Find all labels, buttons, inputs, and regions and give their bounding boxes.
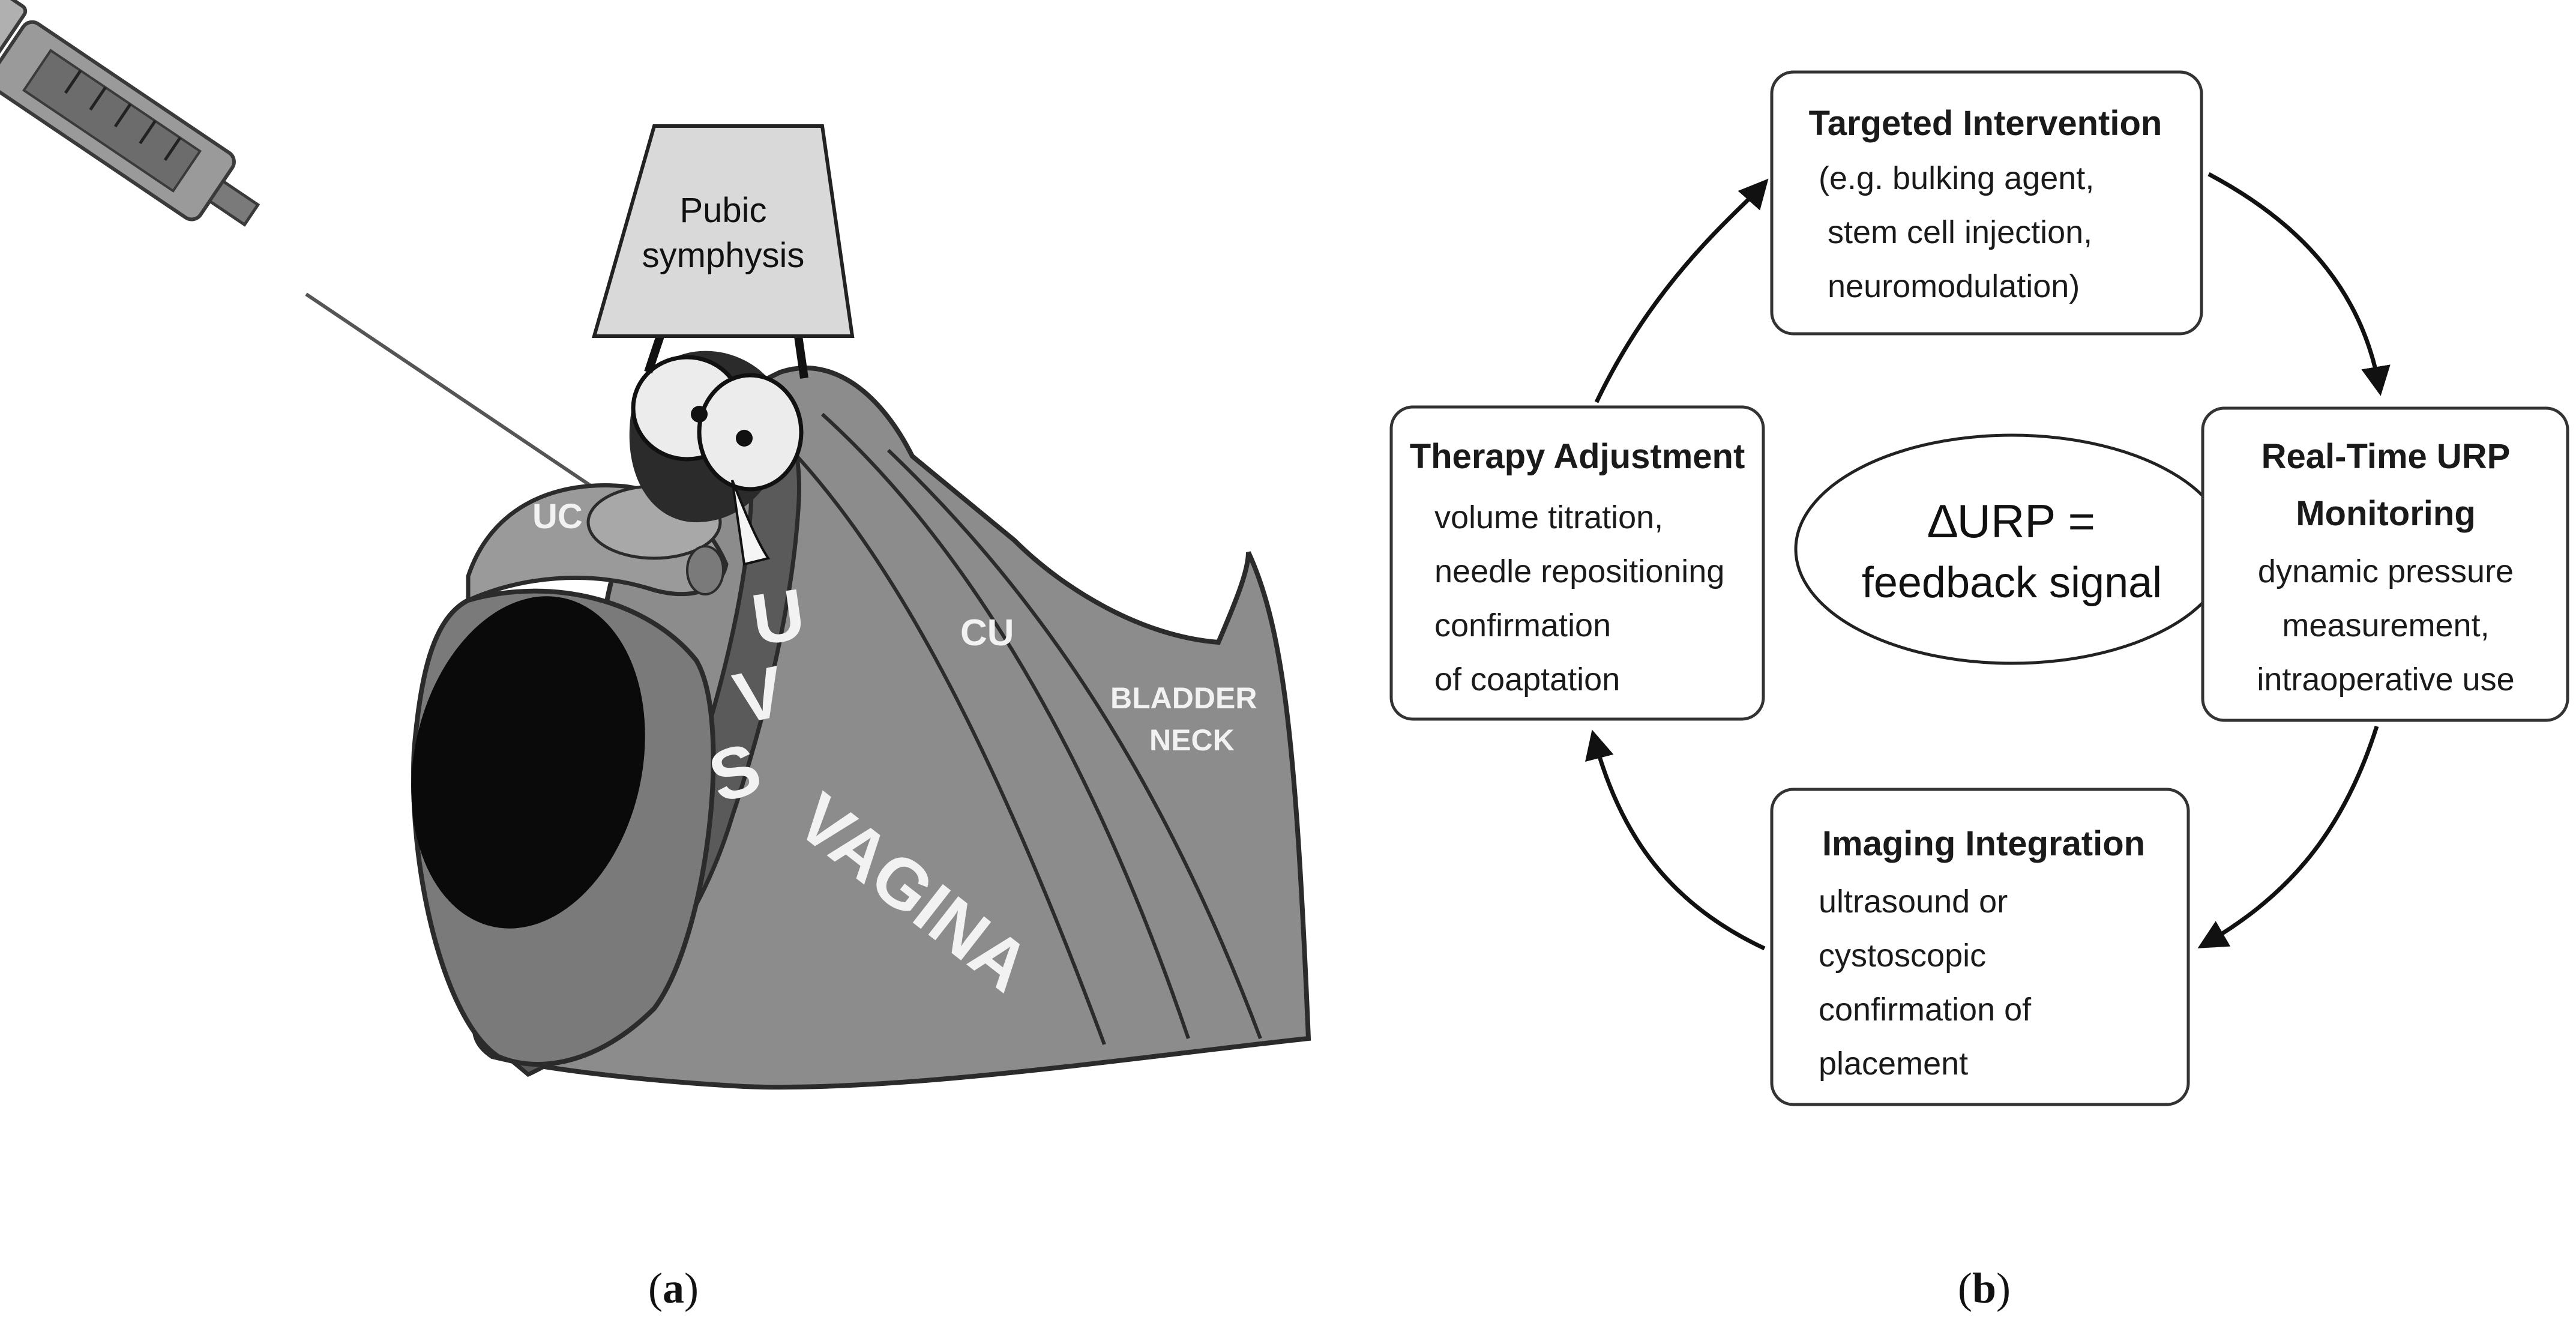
- pubic-symphysis-label: Pubic: [679, 191, 766, 230]
- box-text-line: confirmation: [1434, 607, 1611, 643]
- uc-label: UC: [532, 497, 583, 536]
- cartoon-eyes: [629, 351, 804, 566]
- arrow-monitoring-to-imaging: [2197, 725, 2379, 948]
- uc-nodule: [686, 545, 724, 595]
- panel-a-caption: (a): [648, 1264, 699, 1312]
- imaging-integration-box: Imaging Integration ultrasound or cystos…: [1770, 788, 2190, 1106]
- arrow-targeted-to-monitoring: [2207, 172, 2391, 396]
- box-title: Monitoring: [2296, 494, 2476, 533]
- box-text-line: stem cell injection,: [1828, 214, 2092, 250]
- tissue-fold-line: [886, 448, 1262, 1040]
- box-text-line: placement: [1819, 1046, 1968, 1082]
- box-title: Targeted Intervention: [1809, 104, 2162, 143]
- arrow-imaging-to-therapy: [1585, 729, 1766, 951]
- cu-label: CU: [960, 612, 1014, 654]
- needle: [305, 292, 619, 506]
- box-text-line: needle repositioning: [1434, 553, 1724, 589]
- arrow-therapy-to-targeted: [1594, 178, 1769, 403]
- syringe-icon: [0, 0, 619, 506]
- panel-a-illustration: Pubic symphysis UC CU BLADDER NECK U V S…: [0, 0, 1311, 1312]
- box-text-line: of coaptation: [1434, 662, 1620, 698]
- center-label-line2: feedback signal: [1862, 559, 2162, 607]
- box-text-line: (e.g. bulking agent,: [1819, 160, 2094, 196]
- tissue-fold-line: [772, 430, 1106, 1046]
- panel-b-caption: (b): [1958, 1264, 2011, 1312]
- bladder-neck-label: BLADDER: [1110, 681, 1257, 715]
- box-text-line: volume titration,: [1434, 499, 1663, 535]
- pubic-symphysis-label: symphysis: [642, 236, 805, 275]
- box-text-line: dynamic pressure: [2258, 553, 2514, 589]
- box-text-line: intraoperative use: [2257, 662, 2514, 698]
- box-title: Real-Time URP: [2262, 437, 2511, 476]
- targeted-intervention-box: Targeted Intervention (e.g. bulking agen…: [1770, 70, 2203, 336]
- box-text-line: ultrasound or: [1819, 884, 2008, 920]
- therapy-adjustment-box: Therapy Adjustment volume titration, nee…: [1389, 405, 1765, 721]
- box-text-line: confirmation of: [1819, 992, 2032, 1028]
- panel-b-feedback-loop: ∆URP = feedback signal Targeted Interven…: [1389, 70, 2569, 1312]
- urethral-opening: [411, 588, 716, 1067]
- uvs-label-u: U: [747, 574, 809, 661]
- center-label-line1: ∆URP =: [1928, 495, 2095, 547]
- box-title: Imaging Integration: [1822, 824, 2145, 863]
- box-text-line: neuromodulation): [1828, 268, 2080, 304]
- box-text-line: measurement,: [2282, 607, 2489, 643]
- center-feedback-node: ∆URP = feedback signal: [1794, 433, 2230, 665]
- pubic-symphysis-block: Pubic symphysis: [592, 124, 855, 379]
- bladder-neck-label: NECK: [1149, 723, 1235, 757]
- tissue-fold-line: [820, 412, 1190, 1039]
- box-text-line: cystoscopic: [1819, 938, 1986, 974]
- box-title: Therapy Adjustment: [1410, 437, 1745, 476]
- urp-monitoring-box: Real-Time URP Monitoring dynamic pressur…: [2201, 406, 2569, 722]
